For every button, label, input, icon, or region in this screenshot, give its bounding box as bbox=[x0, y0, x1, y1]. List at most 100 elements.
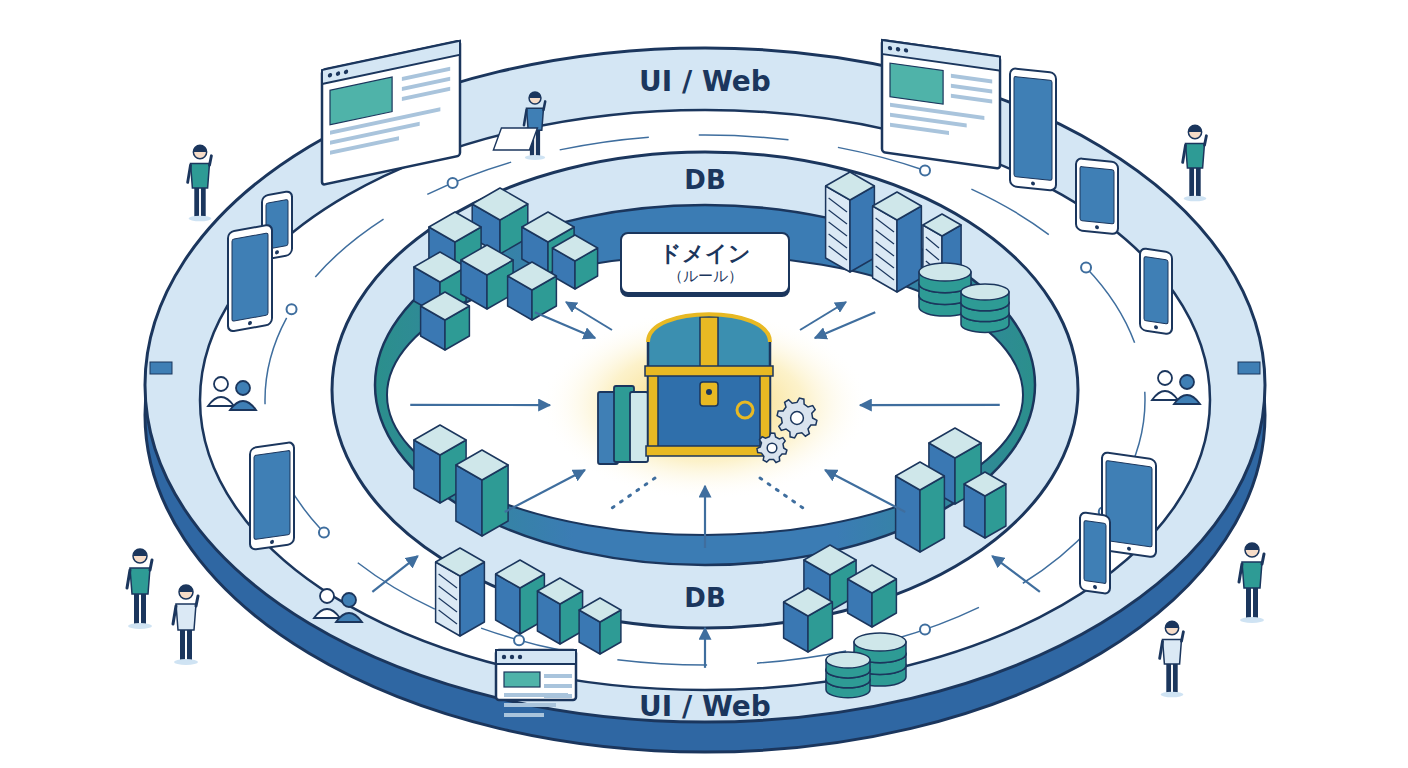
cube-right bbox=[482, 465, 508, 536]
db-disc-top bbox=[961, 295, 1009, 311]
cube-left bbox=[461, 260, 487, 309]
user-shoulders bbox=[314, 609, 340, 618]
cube-top bbox=[496, 560, 545, 588]
window-line bbox=[402, 67, 450, 81]
cube-top bbox=[522, 212, 574, 242]
cube-right bbox=[440, 440, 466, 503]
person-hair bbox=[193, 145, 206, 152]
mobile-device bbox=[1102, 452, 1156, 558]
chest-base bbox=[646, 446, 772, 456]
window-dot bbox=[888, 46, 892, 51]
person-head bbox=[1188, 125, 1201, 138]
person-head bbox=[1165, 621, 1178, 634]
person-arm bbox=[188, 165, 191, 182]
device-screen bbox=[254, 450, 290, 539]
device-screen bbox=[1084, 521, 1106, 584]
dotted-link bbox=[612, 478, 655, 508]
cube-right bbox=[600, 610, 621, 654]
server-slot bbox=[439, 574, 457, 588]
chest-lock bbox=[700, 382, 718, 406]
db-disc bbox=[961, 314, 1009, 333]
person-shadow bbox=[189, 216, 212, 222]
person-arm bbox=[173, 606, 176, 624]
storage-cube bbox=[496, 560, 545, 634]
window-frame bbox=[882, 40, 1000, 169]
cube-left bbox=[421, 306, 445, 350]
track-dot bbox=[448, 178, 458, 188]
flow-arrow bbox=[372, 556, 417, 592]
db-disc-top bbox=[961, 284, 1009, 300]
device-button bbox=[275, 250, 279, 255]
window-frame bbox=[322, 41, 460, 185]
person-shadow bbox=[1161, 692, 1184, 698]
device-button bbox=[1154, 325, 1158, 330]
gear-icon bbox=[777, 398, 817, 438]
storage-cube bbox=[964, 472, 1006, 538]
cube-top bbox=[414, 252, 466, 282]
flow-arrow bbox=[704, 486, 706, 548]
gear-hole bbox=[791, 412, 804, 425]
db-disc bbox=[919, 295, 971, 316]
cube-top bbox=[929, 428, 981, 458]
cube-top bbox=[429, 212, 481, 242]
window-bar bbox=[882, 40, 1000, 71]
mobile-device bbox=[250, 442, 294, 550]
cube-left bbox=[848, 579, 872, 627]
window-frame bbox=[496, 650, 576, 700]
chest-keyhole bbox=[706, 389, 712, 395]
storage-cube bbox=[508, 262, 557, 320]
device-body bbox=[262, 191, 292, 260]
device-screen bbox=[232, 233, 268, 321]
server-slot bbox=[926, 261, 939, 272]
node-title: ドメイン bbox=[659, 241, 751, 267]
window-line bbox=[330, 122, 420, 145]
cube-left bbox=[496, 574, 520, 634]
device-body bbox=[228, 224, 272, 332]
window-line bbox=[951, 84, 992, 94]
window-dot bbox=[518, 655, 522, 659]
db-disc bbox=[826, 670, 870, 688]
cube-right bbox=[460, 562, 484, 636]
person-arm bbox=[196, 596, 198, 606]
person-head bbox=[193, 145, 206, 158]
person-leg bbox=[536, 129, 540, 156]
user-shoulders bbox=[336, 613, 362, 622]
person-hair bbox=[529, 92, 541, 98]
window-bar bbox=[496, 650, 576, 664]
db-disc-top bbox=[826, 662, 870, 678]
ring-label: UI / Web bbox=[639, 67, 771, 98]
db-disc-top bbox=[826, 652, 870, 668]
cube-top bbox=[784, 588, 833, 616]
track-dot bbox=[1099, 507, 1109, 517]
person-arm bbox=[524, 110, 527, 125]
cube-right bbox=[897, 206, 921, 292]
user-head bbox=[1158, 371, 1172, 385]
window-line bbox=[504, 703, 556, 707]
gear-icon bbox=[757, 433, 787, 462]
person-torso bbox=[191, 163, 210, 188]
db-disc-top bbox=[961, 306, 1009, 322]
cube-top bbox=[579, 598, 621, 622]
person-torso bbox=[130, 568, 150, 594]
window-line bbox=[890, 113, 967, 128]
window-dot bbox=[336, 71, 340, 76]
cube-left bbox=[414, 267, 440, 316]
database-stack bbox=[826, 652, 870, 698]
window-dot bbox=[344, 69, 348, 74]
server-slot bbox=[876, 266, 894, 280]
cube-left bbox=[804, 560, 830, 611]
cube-left bbox=[923, 225, 942, 292]
mobile-device bbox=[1140, 248, 1172, 334]
cube-right bbox=[455, 227, 481, 274]
database-stack bbox=[854, 633, 906, 686]
ring-label: UI / Web bbox=[639, 692, 771, 723]
device-button bbox=[248, 321, 252, 326]
storage-cube bbox=[456, 450, 508, 536]
storage-cube bbox=[552, 235, 597, 289]
person-shadow bbox=[174, 659, 198, 665]
storage-cube bbox=[848, 565, 897, 627]
cube-right bbox=[850, 186, 874, 272]
person-arm bbox=[127, 570, 130, 588]
person-arm bbox=[1205, 136, 1207, 146]
